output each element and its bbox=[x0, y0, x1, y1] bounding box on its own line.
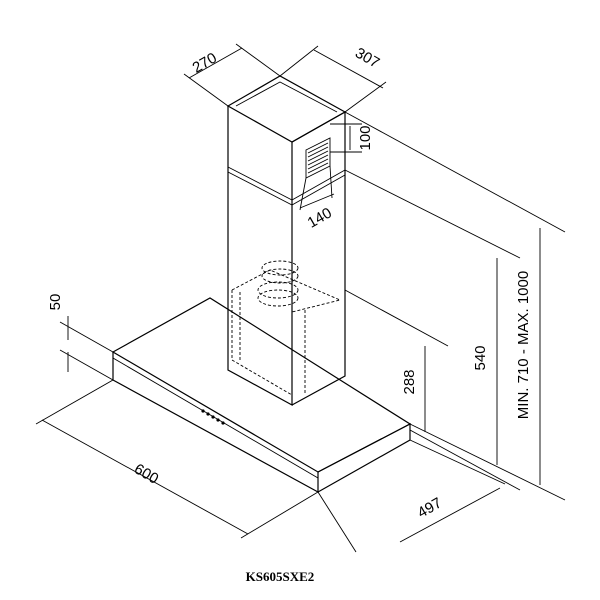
dim-total-height: MIN. 710 - MAX. 1000 bbox=[515, 271, 532, 419]
hidden-motor-housing bbox=[231, 260, 342, 396]
chimney bbox=[226, 75, 347, 407]
vent-grille bbox=[305, 137, 331, 179]
dim-vent-width: 140 bbox=[305, 204, 335, 231]
dim-chimney-depth: 270 bbox=[190, 49, 220, 76]
dim-canopy-thickness: 50 bbox=[47, 294, 64, 311]
dim-hood-height: 540 bbox=[472, 345, 489, 370]
model-code: KS605SXE2 bbox=[246, 569, 315, 584]
canopy-edge-line bbox=[112, 357, 319, 479]
canopy-front-face bbox=[112, 352, 319, 494]
chimney-left-face bbox=[227, 106, 293, 407]
dim-canopy-depth: 497 bbox=[415, 494, 445, 521]
chimney-section-joint-inner bbox=[227, 171, 346, 206]
dim-chimney-width: 307 bbox=[352, 44, 382, 71]
canopy-right-face bbox=[317, 423, 411, 493]
canopy bbox=[111, 297, 412, 494]
chimney-right-face bbox=[291, 110, 346, 406]
dim-lower-chimney-height: 288 bbox=[401, 369, 418, 394]
chimney-inner-rim bbox=[235, 81, 338, 113]
control-buttons bbox=[201, 409, 225, 425]
canopy-top-face bbox=[111, 297, 412, 473]
dim-vent-height: 100 bbox=[357, 125, 374, 150]
chimney-section-joint bbox=[227, 166, 346, 201]
dimension-lines bbox=[35, 43, 566, 553]
